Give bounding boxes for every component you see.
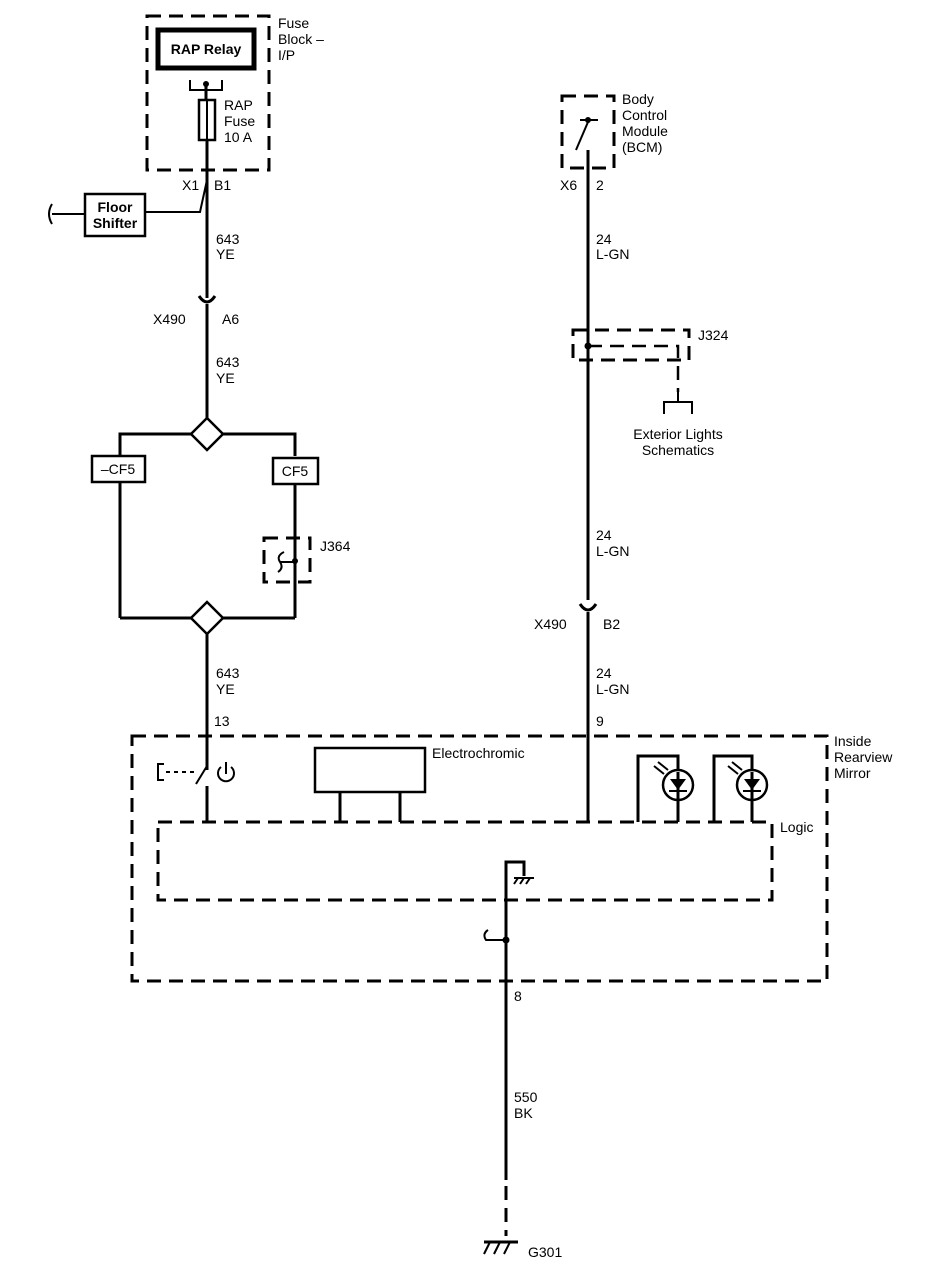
bcm-outline	[560, 94, 616, 170]
chassis-ground-icon	[513, 877, 534, 885]
wire-550-color: BK	[514, 1105, 533, 1121]
option-left-top-wire	[118, 432, 191, 456]
floor-shifter: Floor Shifter	[48, 179, 208, 238]
wire-643-a-num: 643	[216, 231, 240, 247]
electrochromic-label: Electrochromic	[432, 745, 525, 761]
option-diamond-top	[189, 416, 225, 452]
fuse-label-3: 10 A	[224, 129, 253, 145]
power-icon	[217, 762, 235, 783]
floor-shifter-wire	[145, 179, 208, 213]
switch-actuator-icon	[157, 763, 164, 781]
wire-643-c-num: 643	[216, 665, 240, 681]
wire-643-b-color: YE	[216, 370, 235, 386]
wire-643-a-color: YE	[216, 246, 235, 262]
logic-ground-wire	[504, 860, 526, 900]
option-right-top-wire	[223, 432, 297, 456]
rap-relay-box	[155, 27, 257, 71]
wire-24-a-color: L-GN	[596, 246, 629, 262]
wire-24-c-color: L-GN	[596, 681, 629, 697]
option-diamond-bottom	[189, 600, 225, 636]
photo-sensor-1-icon	[636, 754, 695, 822]
fuse-label-2: Fuse	[224, 113, 255, 129]
j324-label: J324	[698, 327, 729, 343]
wire-643-c-color: YE	[216, 681, 235, 697]
cf5-box	[271, 456, 320, 486]
neg-cf5-box	[90, 454, 147, 484]
photo-sensor-2-icon	[712, 754, 769, 822]
b1-pin-label: B1	[214, 177, 231, 193]
logic-box	[156, 820, 774, 902]
floor-shifter-continuation-icon	[48, 203, 53, 225]
bcm-label-2: Control	[622, 107, 667, 123]
logic-label: Logic	[780, 819, 813, 835]
floor-shifter-label-2: Shifter	[93, 215, 138, 231]
wire-550-num: 550	[514, 1089, 538, 1105]
exterior-lights-bracket-icon	[663, 401, 693, 414]
floor-shifter-box	[83, 192, 147, 238]
j364-splice-outline	[262, 536, 312, 584]
mirror-outline	[130, 734, 829, 983]
switch-blade	[195, 765, 208, 785]
fuse-block: Fuse Block – I/P RAP Relay RAP Fuse 10 A	[145, 14, 324, 172]
j324-branch-wire	[588, 344, 680, 392]
electrochromic-element	[313, 746, 427, 794]
x490-right-label: X490	[534, 616, 567, 632]
mirror-pin-9: 9	[596, 713, 604, 729]
x490-left-pin: A6	[222, 311, 239, 327]
fuse-block-title-1: Fuse	[278, 15, 309, 31]
bcm: Body Control Module (BCM)	[560, 91, 668, 170]
fuse-label-1: RAP	[224, 97, 253, 113]
ground-pigtail-icon	[483, 929, 506, 941]
bcm-pin-label: 2	[596, 177, 604, 193]
x490-left-connector-icon	[197, 295, 217, 304]
j324-splice-outline	[571, 328, 691, 362]
x490-left-label: X490	[153, 311, 186, 327]
bcm-switch-blade	[575, 121, 589, 151]
x490-right-pin: B2	[603, 616, 620, 632]
mirror-title-1: Inside	[834, 733, 872, 749]
ground-label: G301	[528, 1244, 562, 1260]
floor-shifter-label-1: Floor	[98, 199, 134, 215]
bcm-label-3: Module	[622, 123, 668, 139]
exterior-lights-label-2: Schematics	[642, 442, 714, 458]
x1-connector-label: X1	[182, 177, 199, 193]
inside-rearview-mirror: Inside Rearview Mirror 13 9 Electrochrom…	[130, 713, 893, 1004]
rap-relay-label: RAP Relay	[171, 41, 242, 57]
j364-label: J364	[320, 538, 351, 554]
neg-cf5-label: –CF5	[101, 461, 135, 477]
ground-g301-icon	[483, 1240, 518, 1255]
x6-connector-label: X6	[560, 177, 577, 193]
mirror-pin-13: 13	[214, 713, 230, 729]
exterior-lights-label-1: Exterior Lights	[633, 426, 722, 442]
bcm-label-4: (BCM)	[622, 139, 662, 155]
cf5-label: CF5	[282, 463, 309, 479]
x490-right-connector-icon	[578, 603, 598, 612]
wire-24-b-color: L-GN	[596, 543, 629, 559]
wire-24-a-num: 24	[596, 231, 612, 247]
wire-24-b-num: 24	[596, 527, 612, 543]
fuse-block-title-2: Block –	[278, 31, 324, 47]
fuse-block-title-3: I/P	[278, 47, 295, 63]
wire-24-c-num: 24	[596, 665, 612, 681]
mirror-title-3: Mirror	[834, 765, 871, 781]
mirror-pin-8: 8	[514, 988, 522, 1004]
mirror-title-2: Rearview	[834, 749, 893, 765]
j364-dot	[292, 558, 298, 564]
bcm-label-1: Body	[622, 91, 654, 107]
wire-643-b-num: 643	[216, 354, 240, 370]
